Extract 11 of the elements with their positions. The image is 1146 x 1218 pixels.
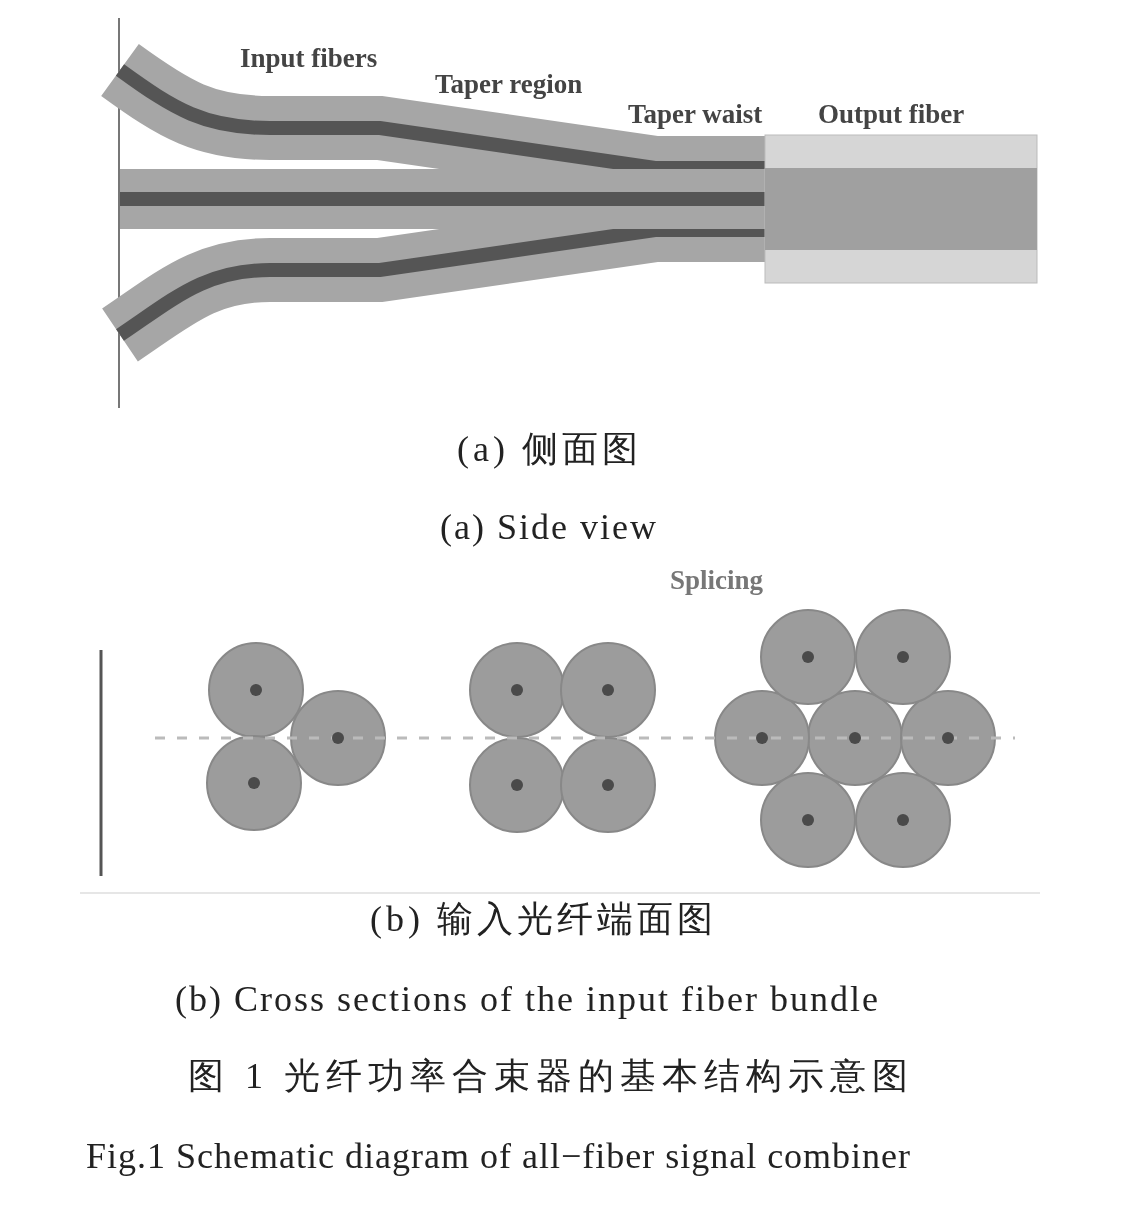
subfigure-caption: (a) Side view — [440, 508, 658, 548]
figure-caption: 图 1 光纤功率合束器的基本结构示意图 — [188, 1057, 914, 1097]
subfigure-caption: (a) 侧面图 — [457, 430, 642, 470]
subfigure-caption: (b) Cross sections of the input fiber bundle — [175, 980, 880, 1020]
part-label: Splicing — [670, 566, 764, 596]
figure-caption: Fig.1 Schematic diagram of all−fiber signal combiner — [86, 1137, 912, 1177]
subfigure-caption: (b) 输入光纤端面图 — [370, 900, 717, 940]
part-label: Taper waist — [628, 100, 763, 130]
part-label: Taper region — [435, 70, 583, 100]
part-label: Input fibers — [240, 44, 378, 74]
part-label: Output fiber — [818, 100, 965, 130]
